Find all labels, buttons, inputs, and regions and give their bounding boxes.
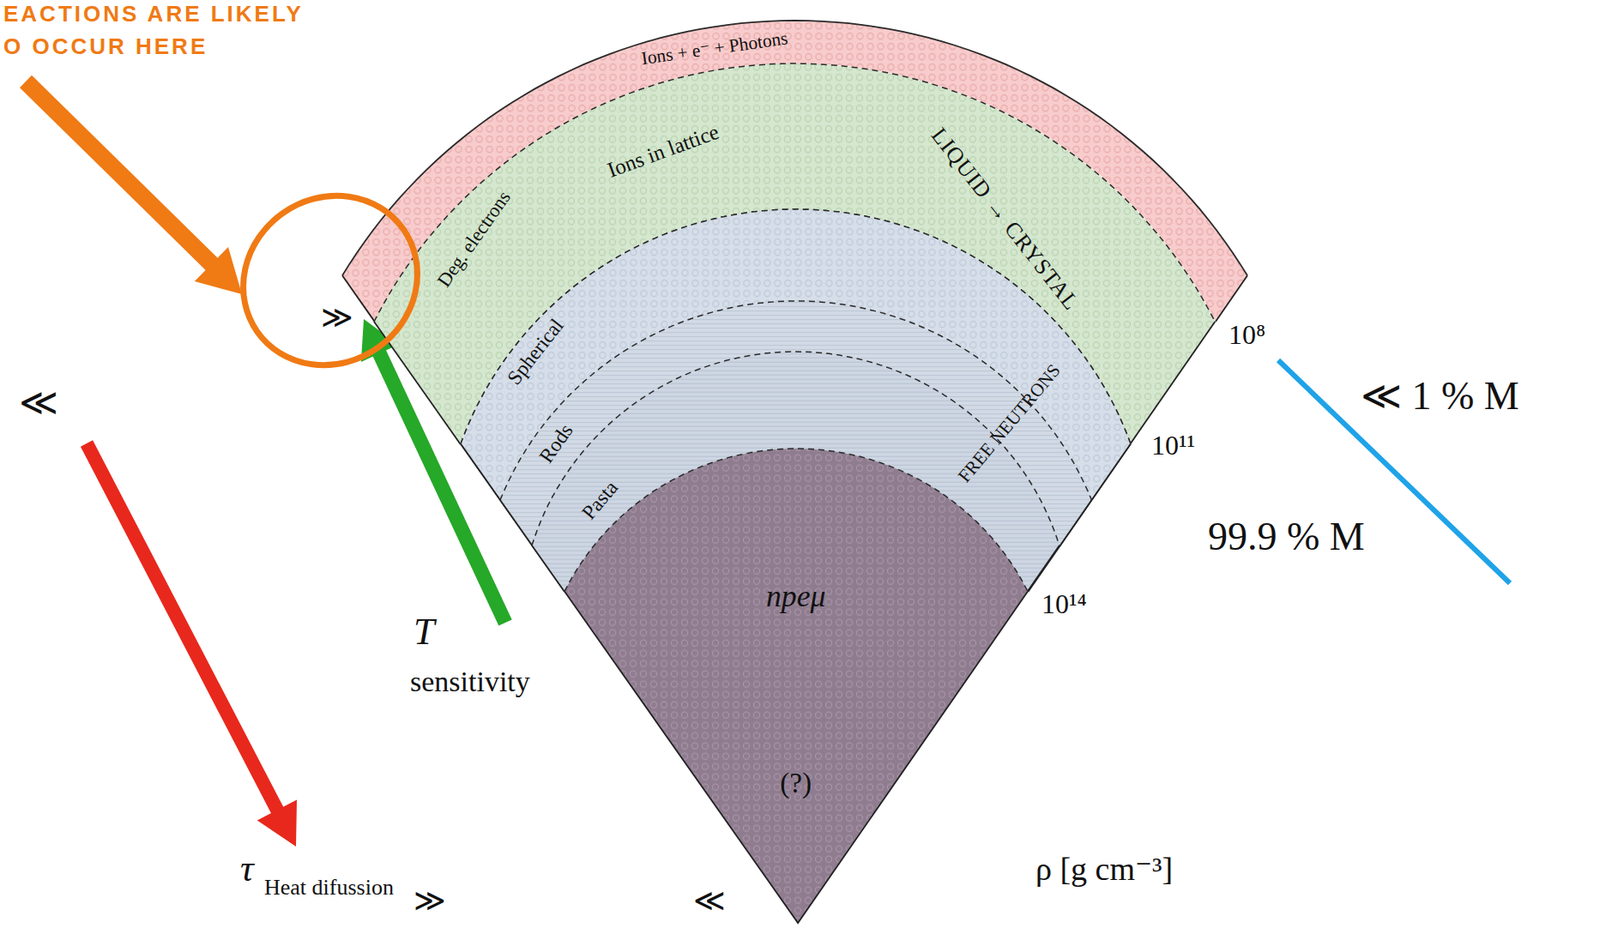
band-label: npeμ [766,579,826,614]
red-arrow-head [257,799,297,847]
axis-unit: ρ [g cm⁻³] [1035,851,1173,889]
star-edge-line [1091,443,1130,500]
reaction-zone-ellipse: ≫ [232,182,429,379]
band-label: ≫ [320,301,354,335]
star-edge-line [1059,500,1092,547]
star-edge-line [1214,275,1247,322]
subscript-label: Heat difussion [264,875,394,901]
orange-arrow-shaft [25,81,217,269]
callout-text: O OCCUR HERE [3,34,208,61]
density-tick: 10¹¹ [1151,429,1196,462]
red-arrow-shaft [86,443,280,816]
time-symbol: τ [240,847,254,892]
callout-text: EACTIONS ARE LIKELY [3,1,304,28]
star-edge-line [1027,545,1060,592]
density-tick: 10⁸ [1228,319,1266,351]
mass-fraction: ≪ 1 % M [1360,374,1520,420]
mass-fraction: 99.9 % M [1207,514,1365,561]
density-tick: 10¹⁴ [1041,588,1087,621]
star-edge-line [500,500,533,547]
core-region: npeμ (?) [561,445,1032,927]
star-edge-line [564,591,1028,924]
relation-symbol: ≪ [693,883,726,919]
star-edge-line [531,545,565,592]
relation-symbol: ≪ [18,381,59,426]
highlight-ellipse [210,162,452,400]
band-label: (?) [779,767,812,800]
temperature-symbol: T [413,610,435,655]
node-outline [561,445,1032,927]
relation-symbol: ≫ [413,883,447,919]
star-edge-line [1129,321,1215,445]
layer-boundary [564,448,1028,592]
star-edge-line [460,443,501,500]
orange-arrow-head [194,247,242,295]
axis-note: sensitivity [410,664,531,699]
node-outline [232,182,429,379]
core-fill [564,448,1028,924]
